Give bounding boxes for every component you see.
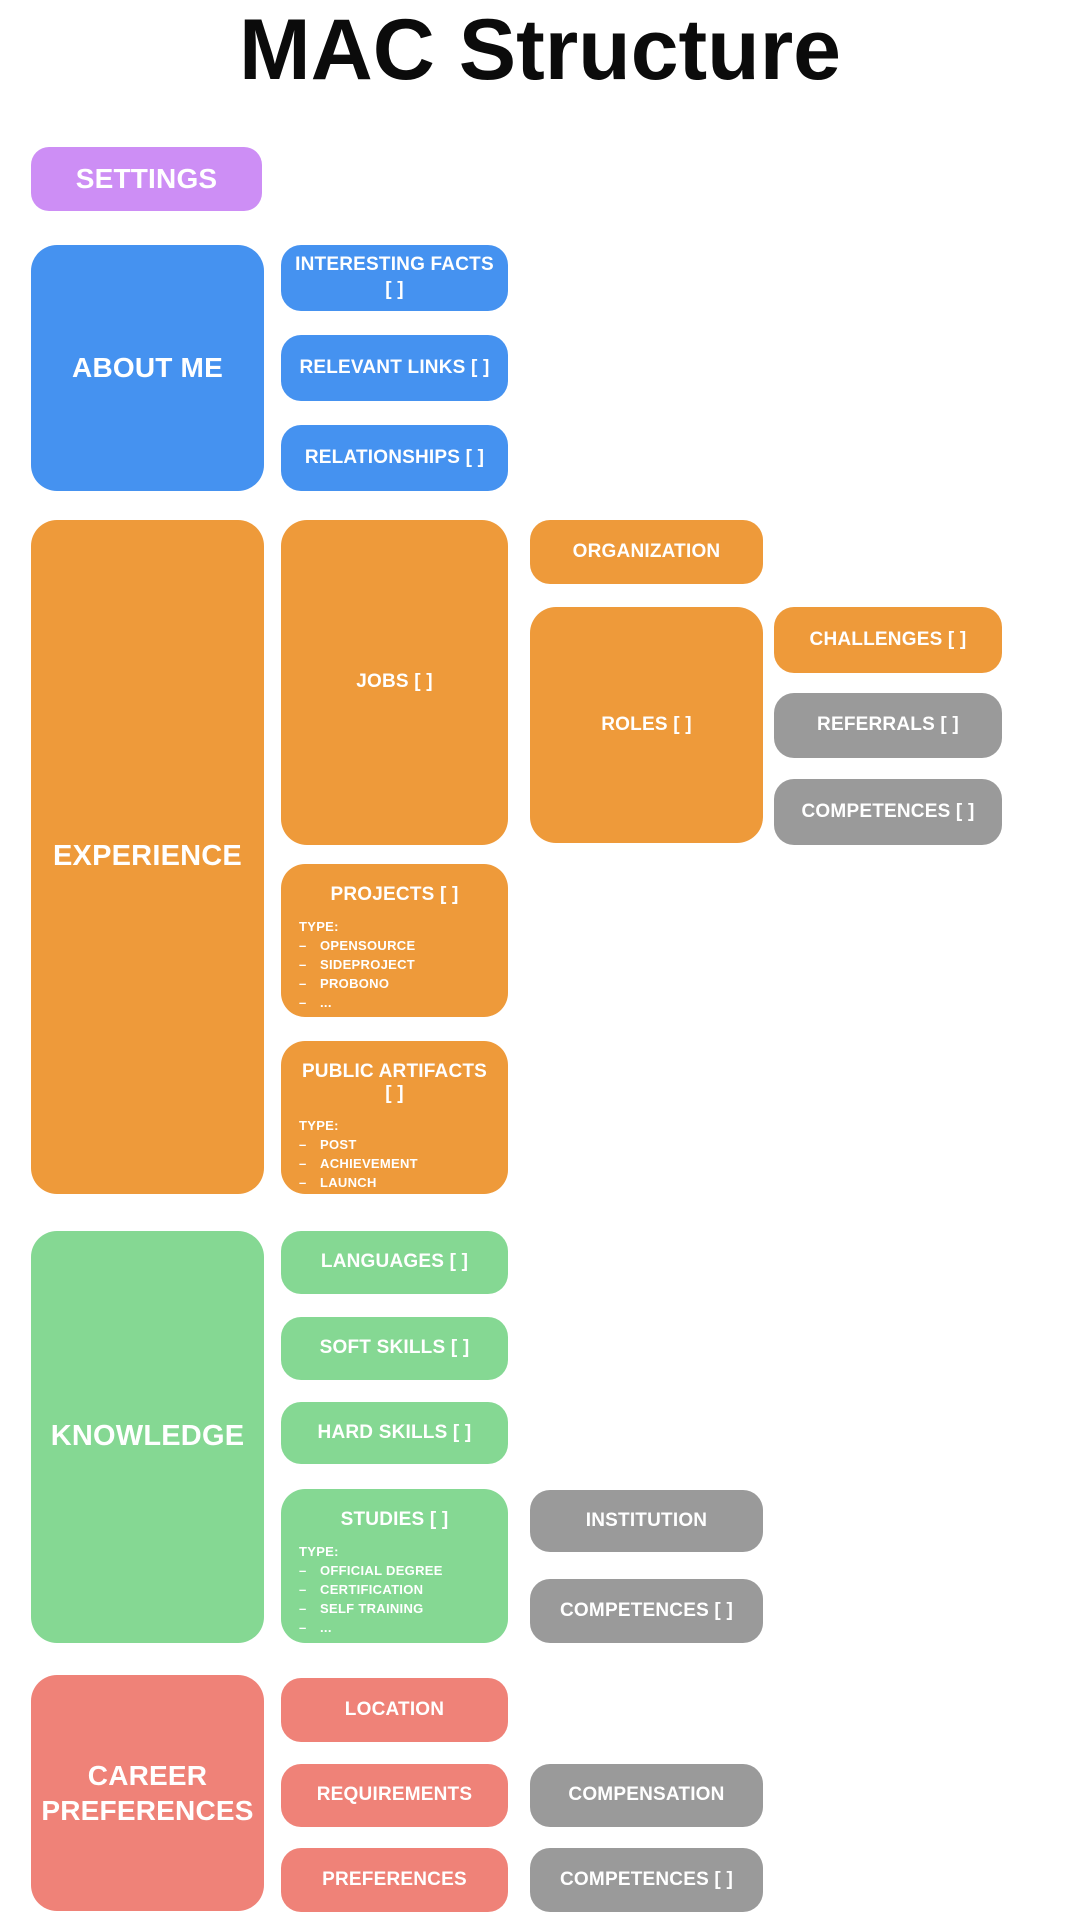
projects-label: PROJECTS [ ] (330, 884, 459, 905)
projects-type-list: TYPE: –OPENSOURCE –SIDEPROJECT –PROBONO … (299, 917, 496, 1012)
type-item-text: POST (320, 1137, 357, 1152)
hard-skills-label: HARD SKILLS [ ] (317, 1421, 472, 1443)
dash: – (299, 1582, 307, 1597)
dash: – (299, 995, 307, 1010)
roles-label: ROLES [ ] (601, 713, 692, 735)
relevant-links-label: RELEVANT LINKS [ ] (299, 356, 490, 378)
location-label: LOCATION (344, 1698, 445, 1720)
career-preferences-label: CAREER PREFERENCES (41, 1760, 254, 1826)
dash: – (299, 1137, 307, 1152)
type-item: –PROBONO (299, 974, 496, 993)
institution-node: INSTITUTION (530, 1490, 763, 1552)
type-item-text: ACHIEVEMENT (320, 1156, 418, 1171)
about-me-node: ABOUT ME (31, 245, 264, 491)
dash: – (299, 938, 307, 953)
soft-skills-label: SOFT SKILLS [ ] (319, 1337, 470, 1359)
requirements-label: REQUIREMENTS (316, 1784, 473, 1806)
referrals-label: REFERRALS [ ] (817, 714, 959, 736)
type-item-text: OFFICIAL DEGREE (320, 1563, 443, 1578)
type-item-text: ... (320, 1194, 332, 1209)
type-heading: TYPE: (299, 1544, 339, 1559)
type-item-text: PROBONO (320, 976, 390, 991)
type-item-text: SIDEPROJECT (320, 957, 416, 972)
jobs-label: JOBS [ ] (356, 671, 433, 693)
about-me-label: ABOUT ME (72, 351, 223, 383)
requirements-node: REQUIREMENTS (281, 1764, 508, 1827)
dash: – (299, 1563, 307, 1578)
dash: – (299, 1620, 307, 1635)
type-item-text: ... (320, 995, 332, 1010)
compensation-node: COMPENSATION (530, 1764, 763, 1827)
organization-label: ORGANIZATION (572, 540, 721, 562)
hard-skills-node: HARD SKILLS [ ] (281, 1402, 508, 1464)
studies-type-list: TYPE: –OFFICIAL DEGREE –CERTIFICATION –S… (299, 1542, 496, 1637)
preferences-label: PREFERENCES (322, 1868, 467, 1890)
dash: – (299, 1194, 307, 1209)
interesting-facts-node: INTERESTING FACTS [ ] (281, 245, 508, 311)
type-item-text: OPENSOURCE (320, 938, 416, 953)
preferences-node: PREFERENCES (281, 1848, 508, 1912)
type-item: –... (299, 1192, 496, 1211)
compensation-label: COMPENSATION (568, 1784, 725, 1806)
relationships-label: RELATIONSHIPS [ ] (304, 446, 485, 468)
projects-node: PROJECTS [ ] TYPE: –OPENSOURCE –SIDEPROJ… (281, 864, 508, 1017)
type-item-text: CERTIFICATION (320, 1582, 424, 1597)
page-title: MAC Structure (238, 2, 842, 98)
type-item: –LAUNCH (299, 1173, 496, 1192)
type-heading: TYPE: (299, 919, 339, 934)
public-artifacts-type-list: TYPE: –POST –ACHIEVEMENT –LAUNCH –... (299, 1116, 496, 1211)
organization-node: ORGANIZATION (530, 520, 763, 584)
type-item: –SELF TRAINING (299, 1599, 496, 1618)
challenges-label: CHALLENGES [ ] (809, 628, 967, 650)
dash: – (299, 957, 307, 972)
type-item: –OFFICIAL DEGREE (299, 1561, 496, 1580)
type-item-text: ... (320, 1620, 332, 1635)
competences-label: COMPETENCES [ ] (560, 1599, 733, 1621)
interesting-facts-label: INTERESTING FACTS [ ] (295, 254, 494, 300)
type-item: –SIDEPROJECT (299, 955, 496, 974)
career-preferences-node: CAREER PREFERENCES (31, 1675, 264, 1911)
competences-experience-node: COMPETENCES [ ] (774, 779, 1002, 845)
dash: – (299, 1601, 307, 1616)
dash: – (299, 1175, 307, 1190)
type-item: –POST (299, 1135, 496, 1154)
knowledge-node: KNOWLEDGE (31, 1231, 264, 1643)
type-heading: TYPE: (299, 1118, 339, 1133)
type-item: –CERTIFICATION (299, 1580, 496, 1599)
institution-label: INSTITUTION (585, 1509, 708, 1531)
type-item-text: LAUNCH (320, 1175, 377, 1190)
knowledge-label: KNOWLEDGE (50, 1420, 245, 1453)
public-artifacts-node: PUBLIC ARTIFACTS [ ] TYPE: –POST –ACHIEV… (281, 1041, 508, 1209)
competences-knowledge-node: COMPETENCES [ ] (530, 1579, 763, 1643)
competences-label: COMPETENCES [ ] (560, 1868, 733, 1890)
jobs-node: JOBS [ ] (281, 520, 508, 845)
type-item: –... (299, 1618, 496, 1637)
experience-label: EXPERIENCE (53, 840, 242, 873)
settings-node: SETTINGS (31, 147, 262, 211)
relationships-node: RELATIONSHIPS [ ] (281, 425, 508, 491)
public-artifacts-label: PUBLIC ARTIFACTS [ ] (301, 1061, 488, 1104)
experience-node: EXPERIENCE (31, 520, 264, 1194)
competences-label: COMPETENCES [ ] (801, 800, 975, 822)
languages-label: LANGUAGES [ ] (320, 1251, 469, 1273)
type-item: –... (299, 993, 496, 1012)
studies-node: STUDIES [ ] TYPE: –OFFICIAL DEGREE –CERT… (281, 1489, 508, 1643)
dash: – (299, 976, 307, 991)
relevant-links-node: RELEVANT LINKS [ ] (281, 335, 508, 401)
type-item-text: SELF TRAINING (320, 1601, 424, 1616)
soft-skills-node: SOFT SKILLS [ ] (281, 1317, 508, 1380)
dash: – (299, 1156, 307, 1171)
challenges-node: CHALLENGES [ ] (774, 607, 1002, 673)
type-item: –OPENSOURCE (299, 936, 496, 955)
referrals-node: REFERRALS [ ] (774, 693, 1002, 758)
location-node: LOCATION (281, 1678, 508, 1742)
roles-node: ROLES [ ] (530, 607, 763, 843)
type-item: –ACHIEVEMENT (299, 1154, 496, 1173)
settings-label: SETTINGS (75, 162, 218, 194)
competences-career-node: COMPETENCES [ ] (530, 1848, 763, 1912)
studies-label: STUDIES [ ] (340, 1509, 449, 1530)
languages-node: LANGUAGES [ ] (281, 1231, 508, 1294)
